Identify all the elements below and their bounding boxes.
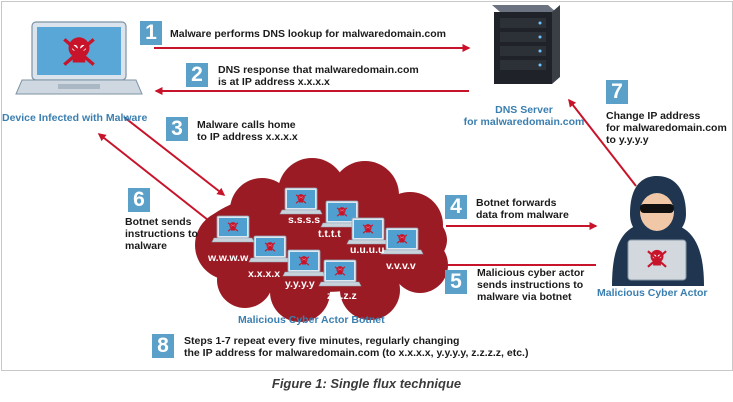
bot-ip-s: s.s.s.s — [288, 214, 321, 226]
actor-label: Malicious Cyber Actor — [597, 287, 708, 299]
figure-caption: Figure 1: Single flux technique — [271, 376, 462, 391]
step-4-text-line2: data from malware — [476, 209, 569, 221]
step-5-text-line1: Malicious cyber actor — [477, 267, 585, 279]
step-8-text-line1: Steps 1-7 repeat every five minutes, reg… — [184, 335, 460, 347]
step-3-text-line2: to IP address x.x.x.x — [197, 131, 298, 143]
dns-server-icon — [492, 5, 560, 84]
step-8-text-line2: the IP address for malwaredomain.com (to… — [184, 347, 529, 359]
step-6-text-line3: malware — [125, 240, 168, 252]
step-4-text-line1: Botnet forwards — [476, 197, 557, 209]
step-1-badge: 1 — [140, 21, 162, 45]
step-4-badge: 4 — [445, 195, 467, 219]
bot-ip-t: t.t.t.t — [318, 228, 341, 240]
bot-laptop-y — [283, 250, 325, 276]
bot-laptop-v — [381, 228, 423, 254]
bot-ip-y: y.y.y.y — [285, 278, 315, 290]
step-8-badge: 8 — [152, 334, 174, 358]
arrow-step7 — [568, 98, 637, 187]
bot-ip-u: u.u.u.u — [350, 244, 385, 256]
bot-laptop-z — [319, 260, 361, 286]
step-7-text-line3: to y.y.y.y — [606, 134, 649, 146]
bot-ip-v: v.v.v.v — [386, 260, 416, 272]
bot-laptop-x — [249, 236, 291, 262]
arrow-step6 — [97, 133, 209, 221]
dns-server-label-line2: for malwaredomain.com — [463, 116, 585, 128]
infected-laptop-icon — [15, 21, 143, 95]
step-2-badge: 2 — [186, 63, 208, 87]
step-2-text-line1: DNS response that malwaredomain.com — [218, 64, 419, 76]
step-5-text-line3: malware via botnet — [477, 291, 572, 303]
step-1-text: Malware performs DNS lookup for malwared… — [170, 28, 446, 40]
step-3-text-line1: Malware calls home — [197, 119, 296, 131]
step-7-text-line1: Change IP address — [606, 110, 701, 122]
step-7-text-line2: for malwaredomain.com — [606, 122, 727, 134]
botnet-label: Malicious Cyber Actor Botnet — [238, 314, 385, 326]
step-5-text-line2: sends instructions to — [477, 279, 584, 291]
step-7-badge: 7 — [606, 80, 628, 104]
bot-laptop-u — [347, 218, 389, 244]
bot-laptop-s — [280, 188, 322, 214]
infected-device-label: Device Infected with Malware — [2, 112, 148, 124]
bot-laptop-w — [212, 216, 254, 242]
step-3-badge: 3 — [166, 117, 188, 141]
malicious-actor-icon — [612, 176, 704, 286]
step-5-badge: 5 — [445, 270, 467, 294]
dns-server-label-line1: DNS Server — [495, 104, 553, 116]
step-6-text-line2: instructions to — [125, 228, 198, 240]
step-6-text-line1: Botnet sends — [125, 216, 192, 228]
bot-ip-w: w.w.w.w — [208, 252, 249, 264]
bot-ip-z: z.z.z.z — [327, 290, 357, 302]
bot-ip-x: x.x.x.x — [248, 268, 281, 280]
step-2-text-line2: is at IP address x.x.x.x — [218, 76, 330, 88]
step-6-badge: 6 — [128, 188, 150, 212]
arrow-step3 — [123, 116, 226, 196]
